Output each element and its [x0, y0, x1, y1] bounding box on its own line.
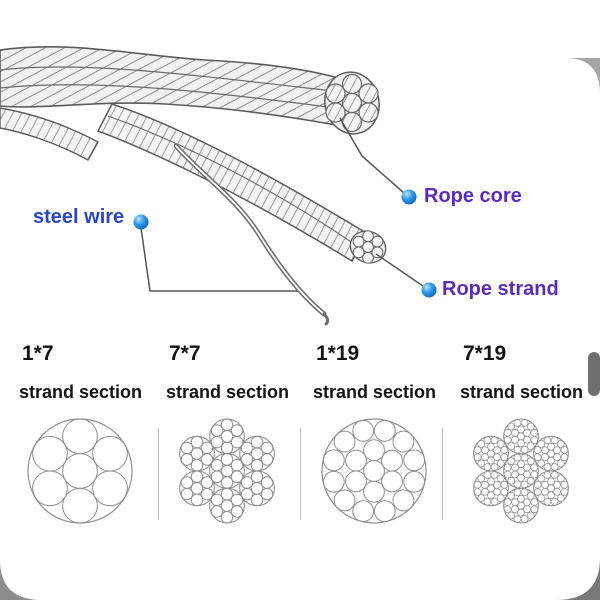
cross-section-7x7 — [178, 418, 275, 524]
steel-wire-highlight — [175, 145, 325, 315]
section-title: 7*19 — [463, 342, 507, 365]
section-subtitle: strand section — [19, 382, 143, 402]
rope-core-end — [324, 71, 380, 135]
photo-edge-artifact — [588, 352, 600, 396]
section-divider — [300, 428, 301, 520]
rope-core-label: Rope core — [424, 185, 522, 207]
rope-left-stub — [0, 107, 99, 161]
cross-section-7x19 — [472, 418, 569, 524]
rope-core-leader-line — [339, 117, 405, 194]
strand-rope-twist-line — [107, 115, 361, 249]
steel-wire-leader-line — [140, 227, 298, 292]
section-divider — [442, 428, 443, 520]
section-subtitle: strand section — [313, 382, 437, 402]
rope-strand-label: Rope strand — [442, 278, 559, 300]
main-rope-twist-line — [0, 66, 352, 94]
steel-wire-label: steel wire — [33, 206, 125, 228]
cross-section-1x19 — [320, 418, 427, 524]
section-7x7: 7*7 strand section — [153, 334, 300, 527]
strand-sections: 1*7 strand section 7*7 strand section 1*… — [6, 334, 594, 527]
section-title: 1*19 — [316, 342, 360, 365]
section-title: 7*7 — [169, 342, 201, 365]
section-divider — [158, 428, 159, 520]
rope-strand-dot — [421, 282, 437, 298]
photo-corner-artifact — [556, 558, 600, 600]
rope-strand-leader-line — [375, 253, 424, 287]
section-subtitle: strand section — [166, 382, 290, 402]
section-1x19: 1*19 strand section — [300, 334, 447, 527]
steel-wire-dot — [133, 214, 149, 230]
strand-rope-body — [96, 103, 370, 263]
section-subtitle: strand section — [460, 382, 584, 402]
section-1x7: 1*7 strand section — [6, 334, 153, 527]
rope-core-dot — [401, 189, 417, 205]
main-rope-twist-line — [0, 84, 352, 111]
photo-corner-artifact — [566, 58, 600, 94]
photo-corner-artifact — [0, 560, 42, 600]
steel-wire-tip — [322, 312, 330, 326]
section-title: 1*7 — [22, 342, 54, 365]
cross-section-1x7 — [26, 418, 133, 524]
section-7x19: 7*19 strand section — [447, 334, 594, 527]
